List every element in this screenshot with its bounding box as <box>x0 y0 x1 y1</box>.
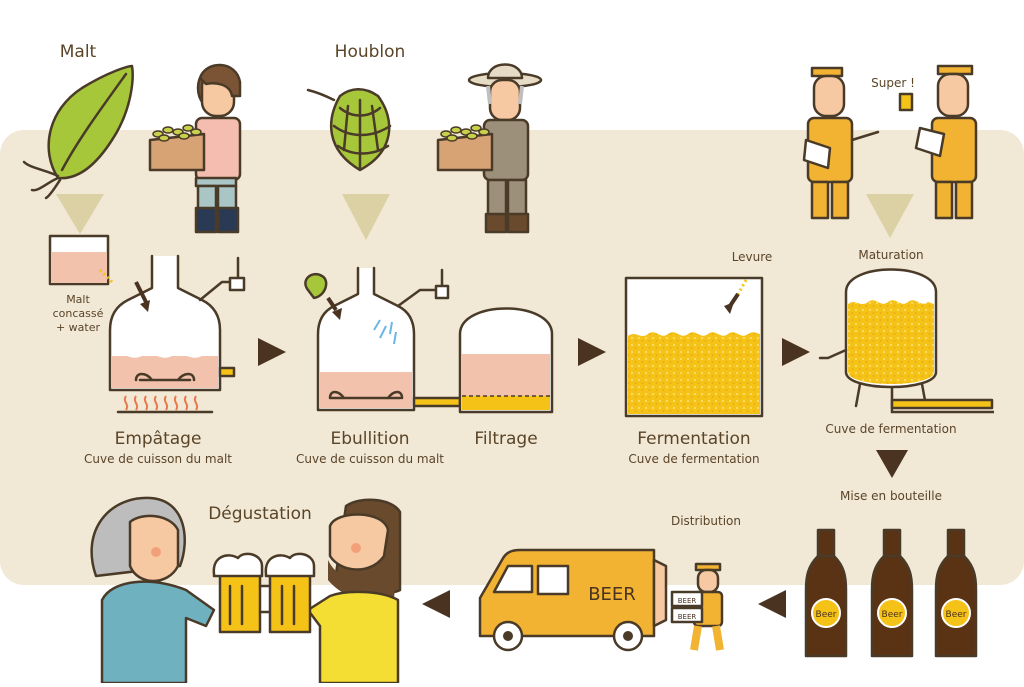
bottling-label: Mise en bouteille <box>840 489 942 503</box>
speech-super: Super ! <box>871 76 915 90</box>
arrow-right-2 <box>578 338 606 366</box>
tasting-label: Dégustation <box>208 504 312 524</box>
farmer-woman-figure <box>148 63 242 234</box>
malt-input-box <box>48 234 114 286</box>
arrow-left-1 <box>758 590 786 618</box>
malt-input-label-3: + water <box>56 321 101 334</box>
malt-input-label-1: Malt <box>66 293 90 306</box>
crate-label-2: BEER <box>678 613 697 621</box>
van-text: BEER <box>588 584 636 605</box>
step4-title: Fermentation <box>637 429 750 449</box>
worker-left-figure <box>802 66 880 220</box>
bottle-label-3: Beer <box>946 610 967 620</box>
filter-tank <box>458 307 554 414</box>
step5-subtitle: Cuve de fermentation <box>825 422 956 436</box>
fermentation-tank <box>624 276 764 418</box>
malt-label: Malt <box>60 42 97 62</box>
tasting-man-figure <box>306 498 402 685</box>
malt-grain-icon <box>22 64 134 200</box>
bottle-label-1: Beer <box>816 610 837 620</box>
hop-cone-icon <box>306 88 392 172</box>
crate-label-1: BEER <box>678 597 697 605</box>
maturation-tank <box>818 268 994 414</box>
step1-title: Empâtage <box>115 429 202 449</box>
arrow-left-2 <box>422 590 450 618</box>
funnel-malt <box>56 194 104 234</box>
delivery-man-figure <box>670 562 724 651</box>
arrow-down <box>876 450 908 478</box>
boil-kettle-vessel <box>304 266 462 412</box>
hops-label: Houblon <box>335 42 406 62</box>
beer-bottles <box>804 528 978 658</box>
worker-right-figure <box>898 64 978 220</box>
distribution-label: Distribution <box>671 514 741 528</box>
funnel-maturation <box>866 194 914 238</box>
beer-mugs <box>212 552 316 634</box>
arrow-right-3 <box>782 338 810 366</box>
step2-subtitle: Cuve de cuisson du malt <box>296 452 444 466</box>
step4-subtitle: Cuve de fermentation <box>628 452 759 466</box>
arrow-right-1 <box>258 338 286 366</box>
step1-subtitle: Cuve de cuisson du malt <box>84 452 232 466</box>
step2-title: Ebullition <box>330 429 409 449</box>
farmer-man-figure <box>436 63 543 234</box>
malt-input-label-2: concassé <box>53 307 104 320</box>
maturation-label: Maturation <box>858 248 923 262</box>
yeast-label: Levure <box>732 250 773 264</box>
step3-title: Filtrage <box>474 429 537 449</box>
tasting-woman-figure <box>90 496 216 685</box>
delivery-van <box>478 548 668 652</box>
mash-tun-vessel <box>108 254 246 414</box>
funnel-hops <box>342 194 390 240</box>
bottle-label-2: Beer <box>882 610 903 620</box>
distribution-cloud <box>665 494 751 547</box>
